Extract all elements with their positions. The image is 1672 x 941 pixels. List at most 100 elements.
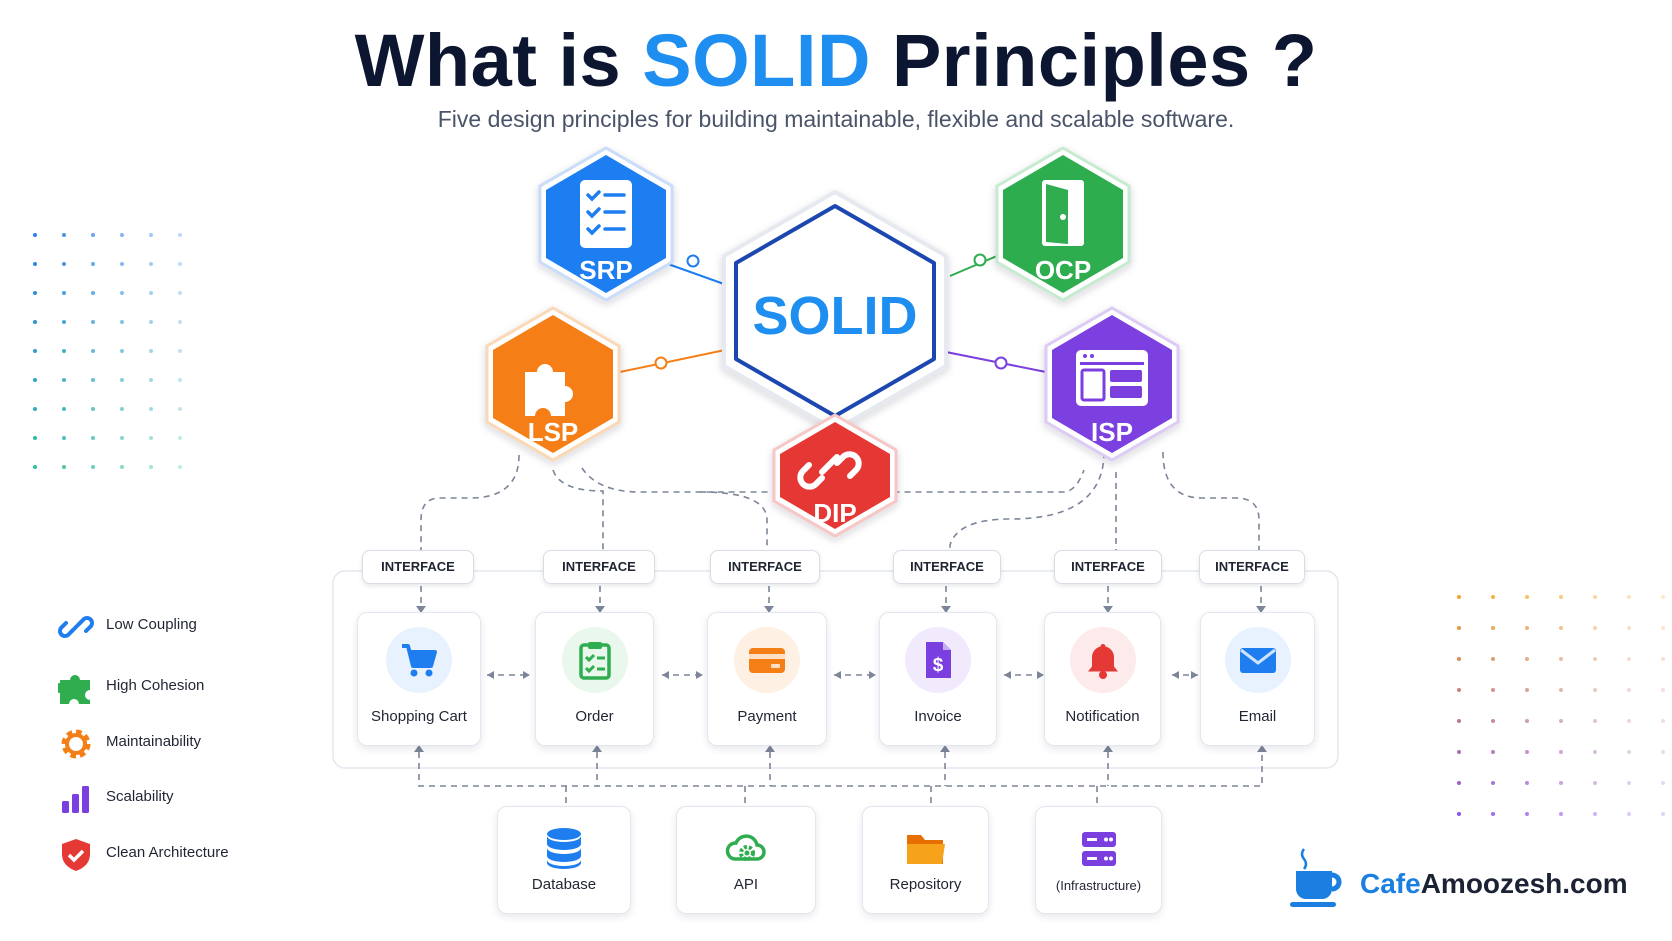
decorative-dot xyxy=(1627,626,1631,630)
lsp-label: LSP xyxy=(528,417,579,447)
module-label: Email xyxy=(1238,708,1277,725)
decorative-dot xyxy=(178,262,182,266)
interface-layout-icon xyxy=(1076,350,1148,406)
module-card-order[interactable]: Order xyxy=(535,612,654,746)
decorative-dot xyxy=(1627,812,1631,816)
coffee-cup-icon xyxy=(1290,848,1342,907)
interface-label: INTERFACE xyxy=(710,550,820,584)
decorative-dot xyxy=(1491,781,1495,785)
decorative-dot xyxy=(33,349,37,353)
decorative-dot xyxy=(1627,719,1631,723)
feature-label: Clean Architecture xyxy=(106,844,229,861)
decorative-dot xyxy=(149,436,153,440)
decorative-dot xyxy=(1627,781,1631,785)
decorative-dot xyxy=(1525,595,1529,599)
decorative-dots-left xyxy=(33,233,182,469)
decorative-dot xyxy=(149,262,153,266)
decorative-dot xyxy=(62,233,66,237)
module-card-notification[interactable]: Notification xyxy=(1044,612,1161,746)
decorative-dot xyxy=(1491,657,1495,661)
decorative-dot xyxy=(178,291,182,295)
module-card-shopping-cart[interactable]: Shopping Cart xyxy=(357,612,481,746)
decorative-dot xyxy=(1661,781,1665,785)
shield-check-icon xyxy=(62,839,90,871)
decorative-dot xyxy=(1661,719,1665,723)
page-title: What is SOLID Principles ? xyxy=(354,19,1318,102)
feature-label: Maintainability xyxy=(106,733,202,750)
clipboard-icon xyxy=(561,627,628,693)
decorative-dot xyxy=(120,262,124,266)
decorative-dot xyxy=(149,320,153,324)
decorative-dot xyxy=(33,291,37,295)
decorative-dot xyxy=(149,465,153,469)
decorative-dot xyxy=(1491,626,1495,630)
cart-icon xyxy=(386,627,452,693)
decorative-dot xyxy=(1593,595,1597,599)
decorative-dot xyxy=(1593,719,1597,723)
decorative-dot xyxy=(1593,657,1597,661)
decorative-dot xyxy=(1627,595,1631,599)
decorative-dot xyxy=(62,349,66,353)
decorative-dot xyxy=(120,465,124,469)
module-label: Order xyxy=(575,708,614,725)
decorative-dot xyxy=(1593,688,1597,692)
server-icon xyxy=(1069,819,1129,879)
page-subtitle: Five design principles for building main… xyxy=(437,106,1235,132)
decorative-dot xyxy=(1559,626,1563,630)
door-icon xyxy=(1042,180,1084,246)
decorative-dot xyxy=(1627,657,1631,661)
decorative-dot xyxy=(62,465,66,469)
decorative-dot xyxy=(33,233,37,237)
decorative-dot xyxy=(178,320,182,324)
infra-label: (Infrastructure) xyxy=(1055,878,1142,893)
decorative-dot xyxy=(178,465,182,469)
decorative-dot xyxy=(1627,688,1631,692)
decorative-dot xyxy=(149,291,153,295)
hexagon-dip[interactable] xyxy=(772,413,898,538)
module-label: Shopping Cart xyxy=(371,708,467,725)
decorative-dot xyxy=(1457,657,1461,661)
decorative-dot xyxy=(120,378,124,382)
infra-card-database[interactable]: Database xyxy=(497,806,631,914)
decorative-dot xyxy=(91,291,95,295)
decorative-dot xyxy=(1525,626,1529,630)
decorative-dot xyxy=(1491,595,1495,599)
decorative-dot xyxy=(178,436,182,440)
arrow-heads xyxy=(414,606,1267,752)
bell-icon xyxy=(1069,627,1136,693)
decorative-dot xyxy=(1661,595,1665,599)
decorative-dot xyxy=(33,378,37,382)
decorative-dot xyxy=(33,407,37,411)
decorative-dot xyxy=(1661,657,1665,661)
decorative-dot xyxy=(120,436,124,440)
credit-card-icon xyxy=(734,627,800,693)
decorative-dot xyxy=(1525,750,1529,754)
module-card-payment[interactable]: Payment xyxy=(707,612,827,746)
decorative-dot xyxy=(178,349,182,353)
feature-label: Low Coupling xyxy=(106,616,197,633)
infra-card-api[interactable]: API xyxy=(676,806,816,914)
folder-icon xyxy=(896,819,956,879)
interface-label: INTERFACE xyxy=(893,550,1001,584)
decorative-dot xyxy=(1559,688,1563,692)
decorative-dot xyxy=(91,436,95,440)
decorative-dot xyxy=(1491,719,1495,723)
decorative-dot xyxy=(1661,626,1665,630)
decorative-dot xyxy=(1559,781,1563,785)
decorative-dot xyxy=(149,407,153,411)
decorative-dot xyxy=(91,349,95,353)
infra-label: Repository xyxy=(889,876,962,893)
infra-card-infrastructure[interactable]: (Infrastructure) xyxy=(1035,806,1162,914)
brand-name[interactable]: CafeAmoozesh.com xyxy=(1360,868,1628,899)
interface-label: INTERFACE xyxy=(1199,550,1305,584)
decorative-dot xyxy=(1661,750,1665,754)
decorative-dot xyxy=(33,465,37,469)
module-card-invoice[interactable]: $ Invoice xyxy=(879,612,997,746)
isp-label: ISP xyxy=(1091,417,1133,447)
decorative-dot xyxy=(1593,750,1597,754)
module-card-email[interactable]: Email xyxy=(1200,612,1315,746)
interface-label: INTERFACE xyxy=(1054,550,1162,584)
decorative-dot xyxy=(91,262,95,266)
infra-card-repository[interactable]: Repository xyxy=(862,806,989,914)
decorative-dot xyxy=(149,378,153,382)
